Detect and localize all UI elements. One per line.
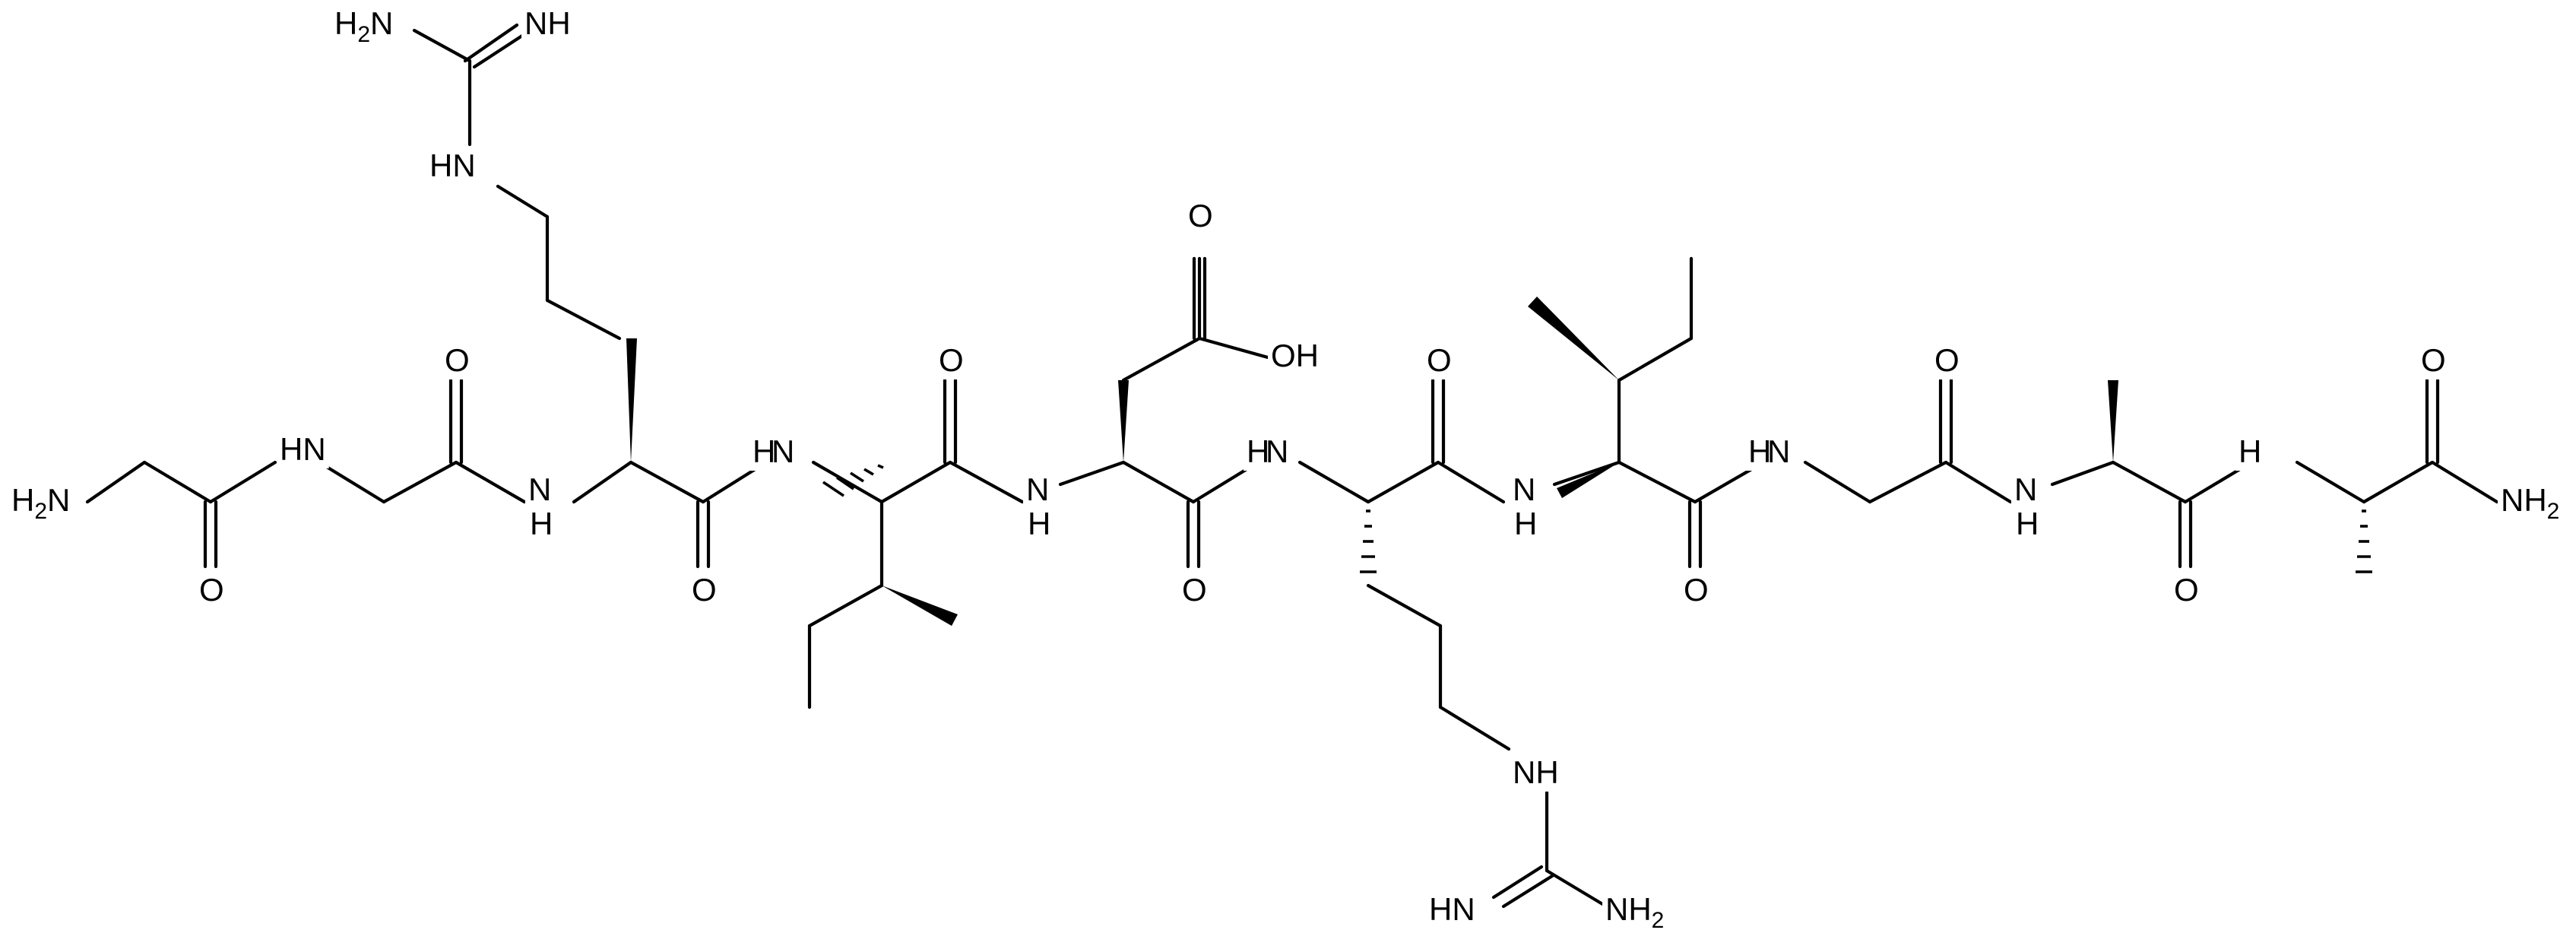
- label-backgrounds: [0, 0, 2562, 935]
- hash-bond-ala2: [2356, 509, 2372, 573]
- amide-h-label: H: [2016, 506, 2039, 541]
- amide-n-label: N: [1266, 433, 1288, 469]
- carbonyl-o-label: O: [2174, 572, 2199, 608]
- guanidine-nh-label: HN: [429, 148, 476, 183]
- amide-n-label: N: [528, 471, 551, 507]
- guanidine-nh-label: NH: [1513, 754, 1559, 790]
- acid-oh-label: OH: [1271, 338, 1319, 373]
- bonds: [85, 23, 2499, 909]
- amide-h-label: H: [1028, 506, 1050, 541]
- amide-nh-label: HN: [280, 431, 326, 467]
- carbonyl-o-label: O: [1182, 572, 1207, 608]
- amide-h-label: H: [1247, 433, 1269, 469]
- acid-carbonyl-o-label: O: [1188, 198, 1213, 233]
- amide-n-label: N: [2014, 471, 2037, 507]
- stereo-bonds: [626, 297, 2372, 626]
- amide-n-label: N: [772, 433, 794, 469]
- carbonyl-o-label: O: [199, 572, 224, 608]
- hash-bond-ile1: [822, 464, 884, 497]
- amide-h-label: H: [1514, 506, 1537, 541]
- amide-h-label: H: [2239, 433, 2261, 469]
- carbonyl-o-label: O: [1427, 342, 1452, 378]
- amide-n-label: N: [1513, 471, 1535, 507]
- amide-h-label: H: [530, 506, 553, 541]
- carbonyl-o-label: O: [445, 342, 470, 378]
- carbonyl-o-label: O: [1684, 572, 1709, 608]
- carbonyl-o-label: O: [2421, 342, 2446, 378]
- carbonyl-o-label: O: [1934, 342, 1960, 378]
- amide-n-label: N: [1026, 471, 1049, 507]
- guanidine-nh2-label: NH2: [1605, 891, 1664, 933]
- amide-h-label: H: [1748, 433, 1771, 469]
- guanidine-imine-label: NH: [524, 5, 571, 41]
- terminal-amide-nh2-label: NH2: [2501, 482, 2559, 524]
- amine-label: H2N: [11, 482, 70, 524]
- amide-h-label: H: [753, 433, 775, 469]
- carbonyl-o-label: O: [939, 342, 964, 378]
- guanidine-nh2-label: H2N: [334, 5, 393, 47]
- atom-labels: H2N HN O O N H H2N NH HN O N H O N H O O…: [11, 5, 2559, 933]
- amide-n-label: N: [1767, 433, 1790, 469]
- carbonyl-o-label: O: [692, 572, 717, 608]
- guanidine-imine-label: HN: [1429, 891, 1475, 927]
- hash-bond-arg2: [1360, 509, 1377, 573]
